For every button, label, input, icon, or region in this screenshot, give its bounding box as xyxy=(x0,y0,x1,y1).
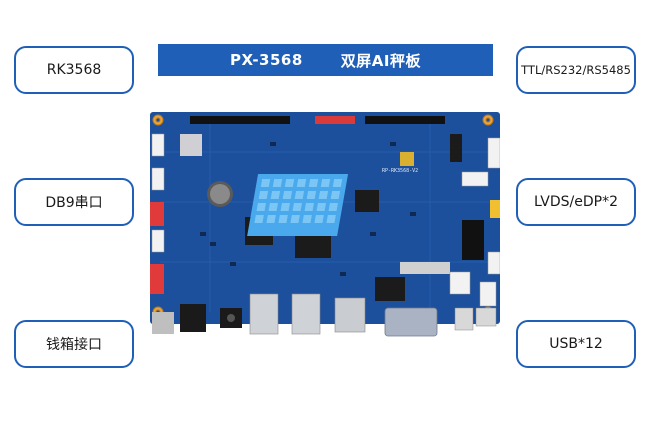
bottom-io-ports xyxy=(152,293,497,337)
title-model: PX-3568 xyxy=(229,51,303,69)
callout-lvds-edp-label: LVDS/eDP*2 xyxy=(534,194,618,210)
left-connectors xyxy=(151,133,165,253)
callout-rk3568-label: RK3568 xyxy=(46,62,102,78)
pcb-board-image: RP-RK3568-V2 xyxy=(150,112,500,337)
callout-serial-ports-label: TTL/RS232/RS5485 xyxy=(521,63,631,77)
callout-cash-drawer-label: 钱箱接口 xyxy=(46,337,102,353)
coin-battery xyxy=(207,181,233,207)
callout-db9-serial: DB9串口 xyxy=(14,178,134,226)
callout-usb-label: USB*12 xyxy=(549,336,603,352)
left-red-connectors xyxy=(150,202,164,294)
heatsink xyxy=(247,174,349,236)
board-silkscreen: RP-RK3568-V2 xyxy=(382,168,418,174)
title-banner: PX-3568 双屏AI秤板 xyxy=(158,44,493,76)
callout-rk3568: RK3568 xyxy=(14,46,134,94)
smd-components xyxy=(200,142,416,276)
top-pin-header xyxy=(190,116,445,124)
right-connectors xyxy=(400,137,500,307)
callout-db9-label: DB9串口 xyxy=(45,195,103,211)
callout-serial-ports: TTL/RS232/RS5485 xyxy=(516,46,636,94)
title-name: 双屏AI秤板 xyxy=(340,51,421,70)
callout-cash-drawer: 钱箱接口 xyxy=(14,320,134,368)
callout-usb: USB*12 xyxy=(516,320,636,368)
callout-lvds-edp: LVDS/eDP*2 xyxy=(516,178,636,226)
